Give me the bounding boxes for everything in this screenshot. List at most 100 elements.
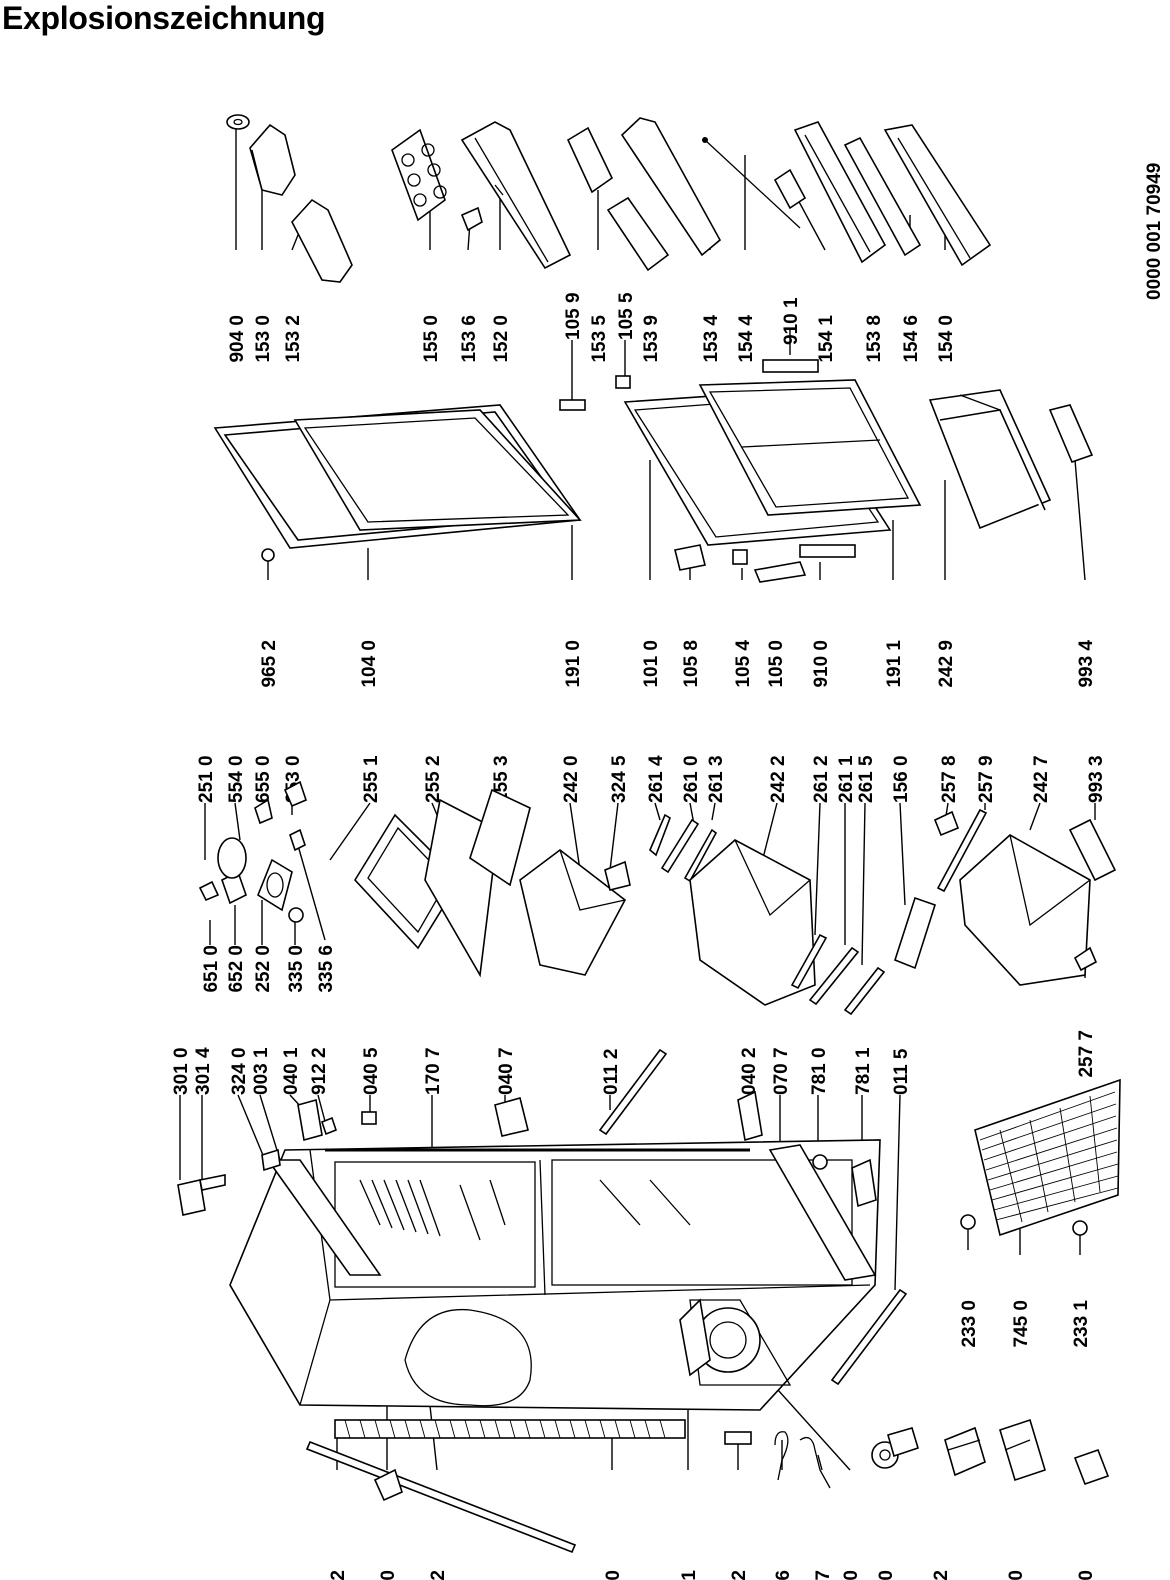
doors bbox=[213, 359, 1094, 583]
part-number-label: 257 8 bbox=[939, 755, 960, 803]
condenser bbox=[974, 1078, 1121, 1237]
part-number-label: 011 2 bbox=[601, 1049, 622, 1096]
part-number-label: 900 0 bbox=[378, 1570, 399, 1580]
part-number-label: 251 0 bbox=[196, 755, 217, 803]
part-number-label: 070 7 bbox=[771, 1047, 792, 1095]
part-number-label: 324 5 bbox=[609, 755, 630, 803]
part-number-label: 154 0 bbox=[936, 315, 957, 363]
part-number-label: 652 0 bbox=[226, 945, 247, 993]
part-number-label: 261 2 bbox=[811, 755, 832, 803]
part-number-label: 153 5 bbox=[589, 315, 610, 363]
part-number-label: 154 1 bbox=[816, 315, 837, 363]
part-number-label: 781 2 bbox=[328, 1570, 349, 1580]
part-number-label: 105 5 bbox=[616, 292, 637, 340]
label-group-left: 781 2 900 0 993 2 740 0 402 1 764 2 783 6 783 7… bbox=[328, 1570, 1097, 1580]
door-parts-upper bbox=[226, 114, 992, 283]
part-number-label: 783 6 bbox=[773, 1570, 794, 1580]
part-number-label: 993 4 bbox=[1076, 640, 1097, 688]
interior-parts bbox=[198, 780, 1117, 1016]
part-number-label: 764 2 bbox=[729, 1570, 750, 1580]
part-number-label: 153 2 bbox=[283, 315, 304, 363]
part-number-label: 965 2 bbox=[259, 640, 280, 688]
part-number-label: 242 7 bbox=[1031, 755, 1052, 803]
page-title: Explosionszeichnung bbox=[2, 0, 326, 36]
electrical-parts bbox=[724, 1418, 1110, 1489]
part-number-label: 783 7 bbox=[813, 1570, 834, 1580]
part-number-label: 402 0 bbox=[841, 1570, 862, 1580]
part-number-label: 554 0 bbox=[226, 755, 247, 803]
part-number-label: 003 1 bbox=[251, 1047, 272, 1095]
part-number-label: 040 5 bbox=[361, 1047, 382, 1095]
part-number-label: 745 0 bbox=[1011, 1300, 1032, 1348]
part-number-label: 011 5 bbox=[891, 1048, 912, 1095]
part-number-label: 101 0 bbox=[641, 640, 662, 688]
part-number-label: 233 0 bbox=[959, 1300, 980, 1348]
part-number-label: 335 0 bbox=[286, 945, 307, 993]
part-number-label: 170 7 bbox=[423, 1047, 444, 1095]
part-number-label: 561 2 bbox=[931, 1570, 952, 1580]
part-number-label: 153 6 bbox=[459, 315, 480, 363]
cabinet-body bbox=[177, 1048, 1121, 1554]
part-number-label: 335 6 bbox=[316, 945, 337, 993]
part-number-label: 781 0 bbox=[809, 1047, 830, 1095]
part-number-label: 993 2 bbox=[428, 1570, 449, 1580]
part-number-label: 233 1 bbox=[1071, 1300, 1092, 1348]
part-number-label: 261 0 bbox=[681, 755, 702, 803]
part-number-label: 252 0 bbox=[253, 945, 274, 993]
part-number-label: 910 0 bbox=[811, 640, 832, 688]
part-number-label: 740 0 bbox=[603, 1570, 624, 1580]
part-number-label: 105 9 bbox=[563, 292, 584, 340]
part-number-label: 904 0 bbox=[227, 315, 248, 363]
part-number-label: 153 0 bbox=[253, 315, 274, 363]
part-number-label: 491 0 bbox=[1006, 1570, 1027, 1580]
part-number-label: 301 4 bbox=[193, 1047, 214, 1095]
part-number-label: 614 0 bbox=[876, 1570, 897, 1580]
part-number-label: 402 1 bbox=[679, 1570, 700, 1580]
part-number-label: 105 4 bbox=[733, 640, 754, 688]
part-number-label: 154 4 bbox=[736, 315, 757, 363]
part-number-label: 242 0 bbox=[561, 755, 582, 803]
part-number-label: 154 6 bbox=[901, 315, 922, 363]
part-number-label: 255 1 bbox=[361, 755, 382, 803]
part-number-label: 242 2 bbox=[768, 755, 789, 803]
part-number-label: 153 8 bbox=[864, 315, 885, 363]
part-number-label: 261 5 bbox=[856, 755, 877, 803]
part-number-label: 655 0 bbox=[253, 755, 274, 803]
part-number-label: 993 3 bbox=[1086, 755, 1107, 803]
part-number-label: 261 4 bbox=[646, 755, 667, 803]
part-number-label: 105 8 bbox=[681, 640, 702, 688]
part-number-label: 105 0 bbox=[766, 640, 787, 688]
part-number-label: 155 0 bbox=[421, 315, 442, 363]
part-number-label: 261 1 bbox=[836, 755, 857, 803]
part-number-label: 910 1 bbox=[781, 297, 802, 345]
part-number-label: 191 0 bbox=[563, 640, 584, 688]
part-number-label: 191 1 bbox=[884, 640, 905, 688]
part-number-label: 255 2 bbox=[423, 755, 444, 803]
part-number-label: 153 9 bbox=[641, 315, 662, 363]
label-group-condenser: 233 0 745 0 233 1 bbox=[959, 1300, 1092, 1348]
part-number-label: 040 2 bbox=[739, 1047, 760, 1095]
part-number-label: 040 7 bbox=[496, 1047, 517, 1095]
part-number-label: 562 0 bbox=[1076, 1570, 1097, 1580]
part-number-label: 261 3 bbox=[706, 755, 727, 803]
part-number-label: 040 1 bbox=[281, 1047, 302, 1095]
part-number-label: 651 0 bbox=[201, 945, 222, 993]
document-number: 0000 001 70949 bbox=[1144, 163, 1165, 300]
part-number-label: 104 0 bbox=[359, 640, 380, 688]
part-number-label: 152 0 bbox=[491, 315, 512, 363]
label-group-doors: 965 2 104 0 191 0 101 0 105 8 105 4 105 0 910 0… bbox=[259, 640, 1097, 688]
part-number-label: 153 4 bbox=[701, 315, 722, 363]
part-number-label: 156 0 bbox=[891, 755, 912, 803]
part-number-label: 242 9 bbox=[936, 640, 957, 688]
part-number-label: 781 1 bbox=[853, 1047, 874, 1095]
part-number-label: 257 9 bbox=[976, 755, 997, 803]
part-number-label: 257 7 bbox=[1076, 1030, 1097, 1078]
part-number-label: 324 0 bbox=[229, 1047, 250, 1095]
part-number-label: 255 3 bbox=[491, 755, 512, 803]
part-number-label: 912 2 bbox=[309, 1047, 330, 1095]
part-number-label: 301 0 bbox=[171, 1047, 192, 1095]
